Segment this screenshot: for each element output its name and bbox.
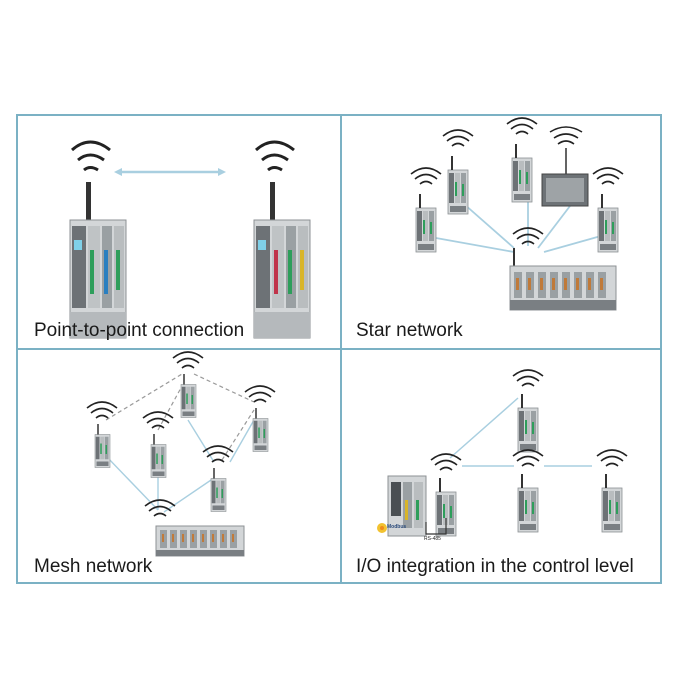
- panel-star-network: Star network: [342, 116, 664, 348]
- star-hub: [509, 227, 617, 311]
- io-node-right: [596, 449, 628, 533]
- p2p-left-device: [69, 140, 127, 339]
- p2p-right-device: [253, 140, 311, 339]
- caption-star-network: Star network: [356, 320, 463, 341]
- panel-mesh-network: Mesh network: [18, 350, 340, 584]
- io-node-middle: [512, 449, 544, 533]
- mesh-node-left: [86, 401, 118, 469]
- caption-point-to-point: Point-to-point connection: [34, 320, 245, 341]
- mesh-node-top: [172, 351, 204, 419]
- star-network-diagram: [410, 117, 624, 311]
- mesh-dashed-links: [105, 373, 255, 461]
- star-panel-hmi: [541, 126, 589, 207]
- io-node-top: [512, 369, 544, 453]
- star-node-top: [506, 117, 538, 203]
- rs485-cable: [425, 518, 447, 535]
- star-node-right: [592, 167, 624, 253]
- mesh-node-center-right: [202, 445, 234, 513]
- caption-mesh-network: Mesh network: [34, 556, 153, 577]
- p2p-link-arrow-right: [218, 168, 226, 176]
- mesh-solid-links: [105, 419, 255, 513]
- star-node-left: [410, 167, 442, 253]
- panel-io-integration: Modbus RS-485 I/O integration in the con…: [342, 350, 664, 584]
- star-node-upper-left: [442, 129, 474, 215]
- star-links: [435, 200, 609, 253]
- io-integration-diagram: [377, 369, 628, 537]
- grid-divider-horizontal: [18, 348, 660, 350]
- rs485-label: RS-485: [424, 536, 441, 542]
- modbus-logo-icon: [377, 523, 387, 533]
- panel-point-to-point: Point-to-point connection: [18, 116, 340, 348]
- mesh-network-diagram: [86, 351, 276, 557]
- p2p-link-arrow-left: [114, 168, 122, 176]
- caption-io-integration: I/O integration in the control level: [356, 556, 634, 577]
- io-links: [449, 397, 592, 467]
- modbus-label: Modbus: [387, 524, 407, 530]
- point-to-point-diagram: [69, 140, 311, 339]
- mesh-node-center-left: [142, 411, 174, 479]
- io-controller: [387, 475, 427, 537]
- mesh-hub: [144, 499, 245, 557]
- mesh-node-right: [244, 385, 276, 453]
- diagram-grid: Point-to-point connection: [16, 114, 662, 584]
